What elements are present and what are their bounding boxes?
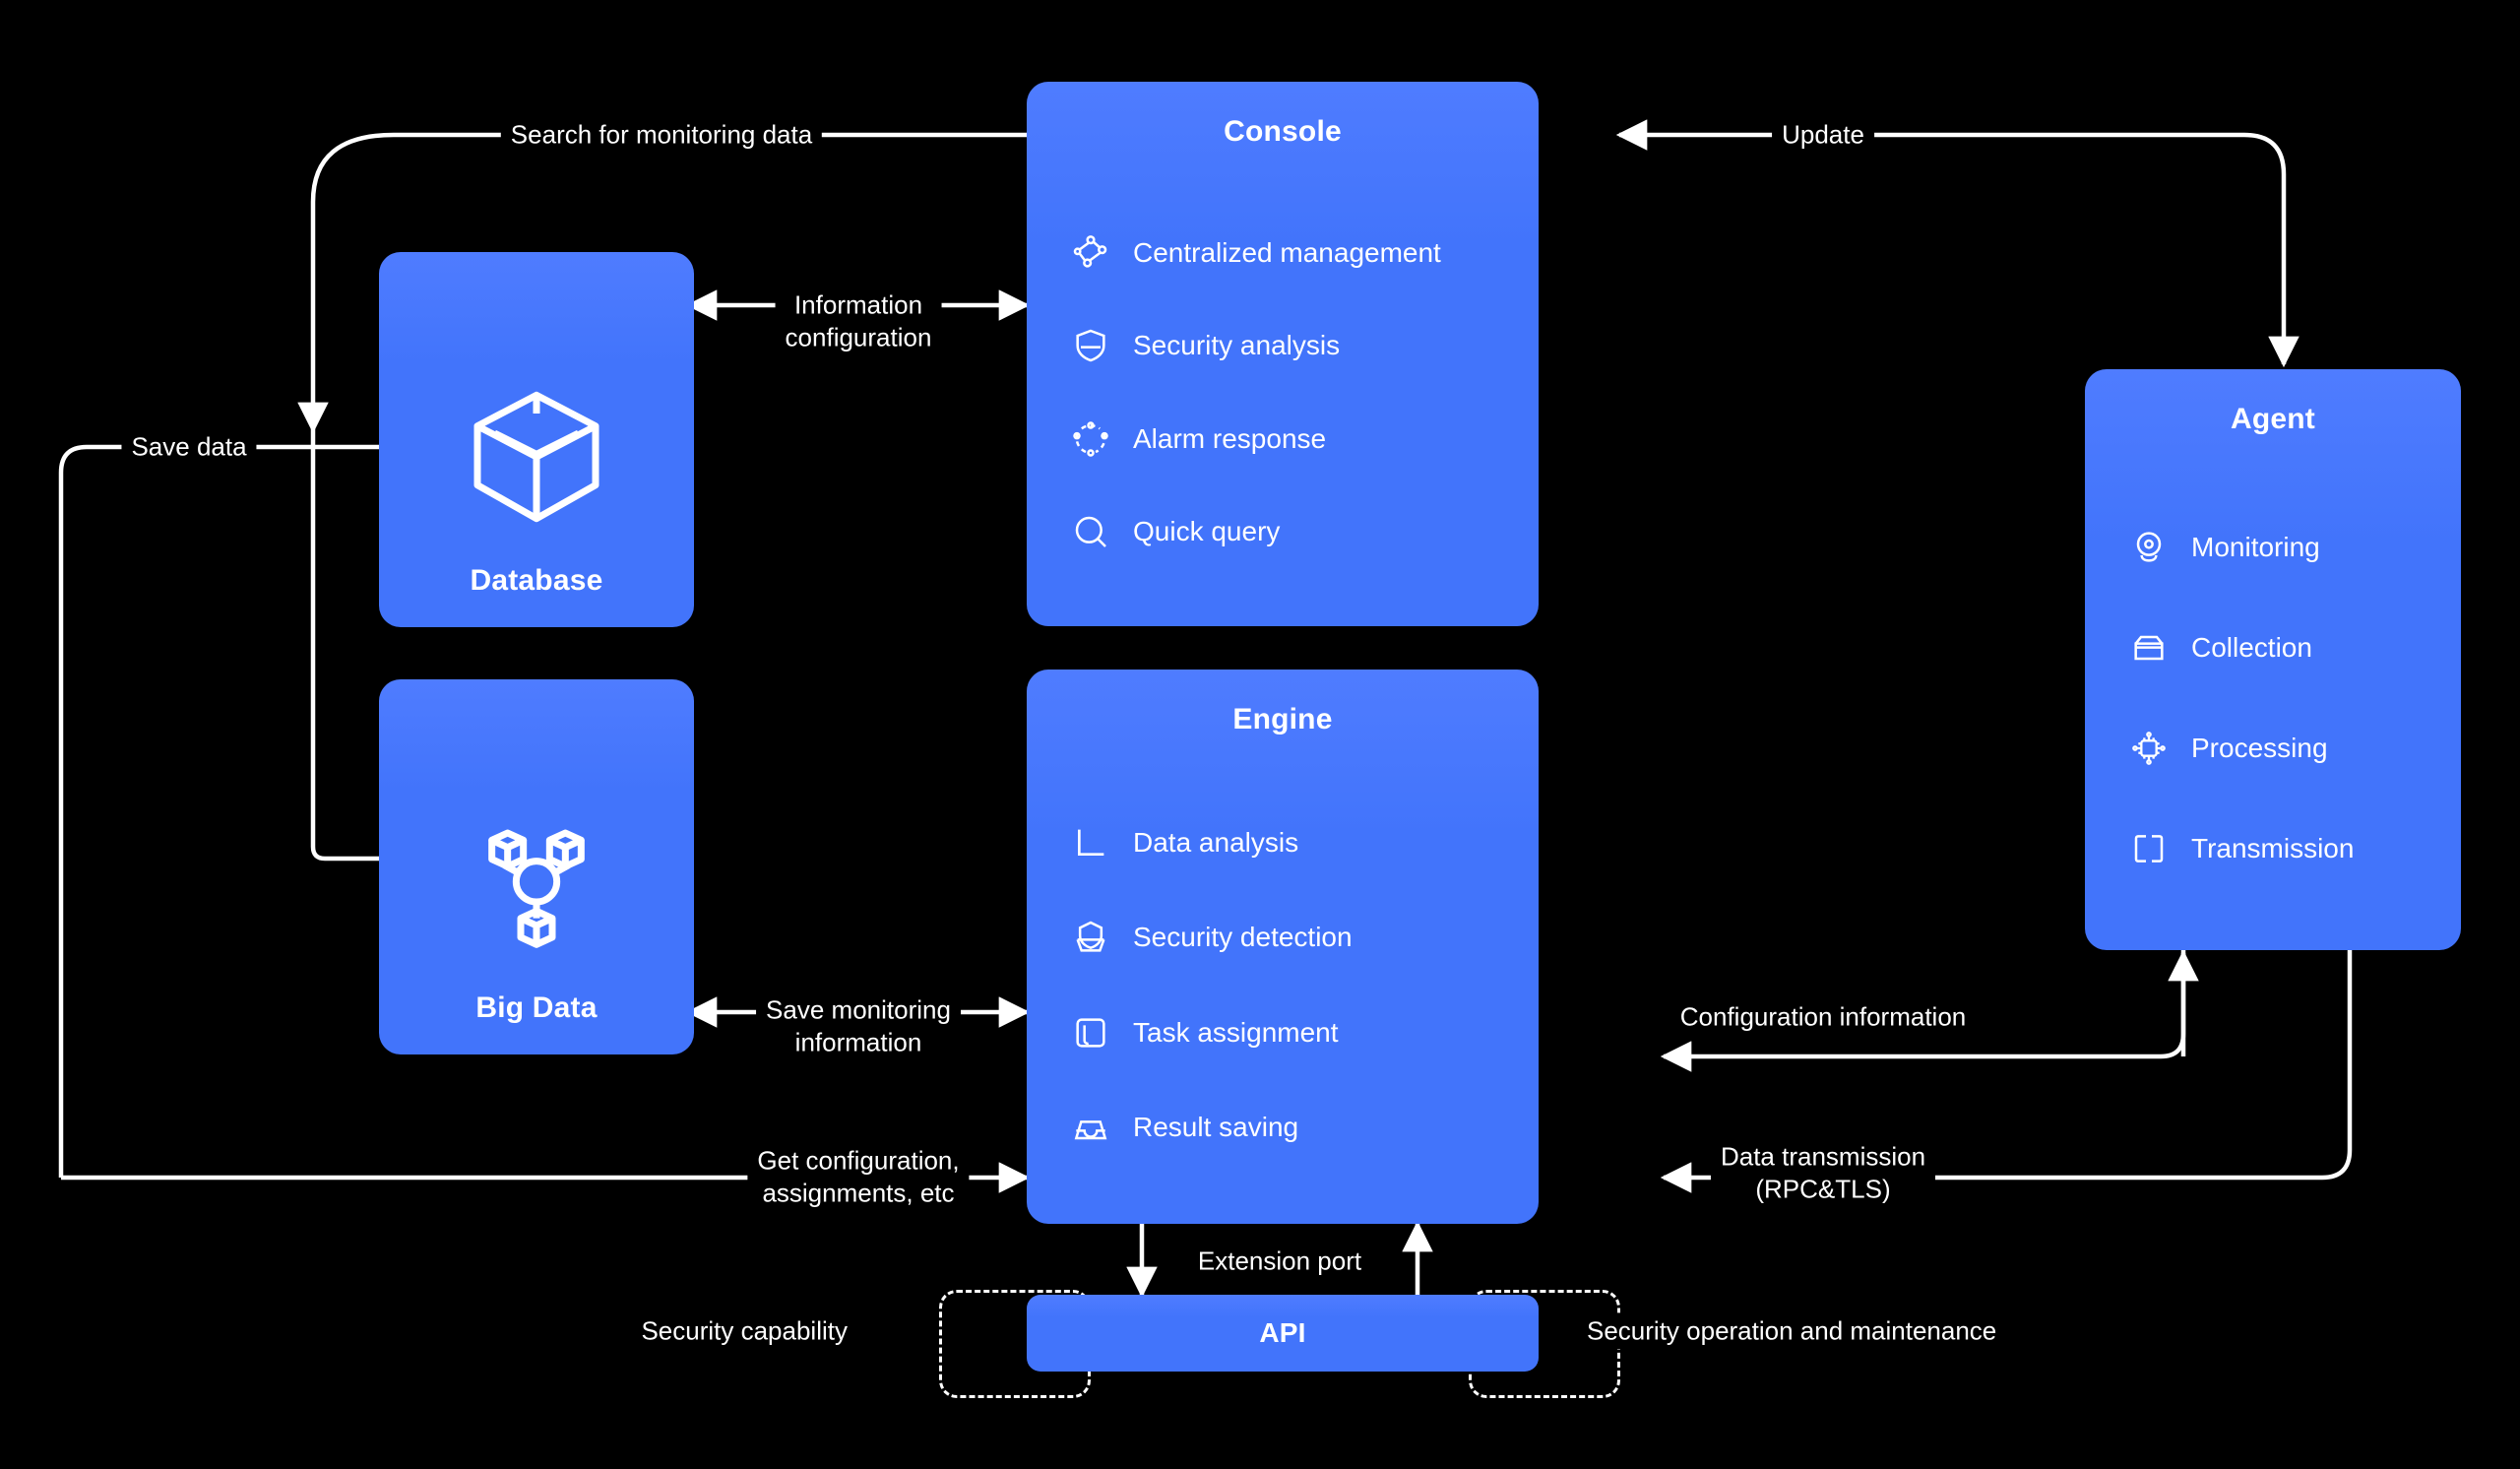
console-feature-label: Centralized management: [1133, 236, 1441, 268]
network-nodes-icon: [1070, 232, 1111, 274]
node-engine[interactable]: Engine Data analysis Security detecti: [1027, 670, 1539, 1224]
edge-label-data-transmission: Data transmission (RPC&TLS): [1710, 1138, 1936, 1209]
satellite-label-security-capability: Security capability: [631, 1312, 865, 1350]
wire-update-trunk: [1841, 132, 2300, 368]
engine-feature-label: Security detection: [1133, 922, 1353, 953]
engine-feature-data-analysis[interactable]: Data analysis: [1027, 822, 1539, 863]
shield-scan-icon: [1070, 917, 1111, 958]
edge-label-information-configuration: Information configuration: [775, 287, 942, 357]
console-title: Console: [1224, 115, 1342, 148]
agent-feature-monitoring[interactable]: Monitoring: [2085, 527, 2461, 568]
inbox-tray-icon: [1070, 1107, 1111, 1148]
cluster-cubes-icon: [453, 800, 620, 968]
edge-label-configuration-information: Configuration information: [1670, 998, 1977, 1036]
console-feature-label: Security analysis: [1133, 330, 1341, 361]
wire-get-configuration-riser: [58, 444, 285, 1178]
agent-feature-label: Transmission: [2191, 833, 2355, 863]
engine-feature-list: Data analysis Security detection: [1027, 768, 1539, 1224]
node-bigdata[interactable]: Big Data: [379, 679, 694, 1054]
open-cube-icon: [453, 373, 620, 541]
task-card-icon: [1070, 1012, 1111, 1054]
engine-feature-label: Data analysis: [1133, 826, 1299, 858]
api-title: API: [1259, 1317, 1306, 1348]
engine-feature-task-assignment[interactable]: Task assignment: [1027, 1012, 1539, 1054]
axis-chart-icon: [1070, 822, 1111, 863]
console-feature-security-analysis[interactable]: Security analysis: [1027, 325, 1539, 366]
search-icon: [1070, 511, 1111, 552]
agent-feature-processing[interactable]: Processing: [2085, 728, 2461, 769]
engine-title: Engine: [1232, 703, 1333, 735]
agent-feature-collection[interactable]: Collection: [2085, 627, 2461, 669]
agent-feature-list: Monitoring Collection: [2085, 468, 2461, 950]
edge-label-search-monitoring-data: Search for monitoring data: [500, 116, 823, 154]
engine-feature-result-saving[interactable]: Result saving: [1027, 1107, 1539, 1148]
console-feature-label: Quick query: [1133, 516, 1281, 547]
edge-label-save-data: Save data: [121, 428, 257, 466]
console-feature-centralized-management[interactable]: Centralized management: [1027, 232, 1539, 274]
satellite-label-security-operation: Security operation and maintenance: [1569, 1312, 2007, 1350]
agent-feature-label: Monitoring: [2191, 532, 2320, 562]
engine-feature-security-detection[interactable]: Security detection: [1027, 917, 1539, 958]
edge-label-get-configuration: Get configuration, assignments, etc: [747, 1142, 970, 1213]
console-feature-quick-query[interactable]: Quick query: [1027, 511, 1539, 552]
alarm-orbit-icon: [1070, 418, 1111, 460]
agent-title: Agent: [2231, 403, 2315, 435]
node-database[interactable]: Database: [379, 252, 694, 627]
webcam-icon: [2128, 527, 2170, 568]
edge-label-extension-port: Extension port: [1187, 1243, 1372, 1280]
node-api[interactable]: API: [1027, 1295, 1539, 1372]
node-console[interactable]: Console Centralized management: [1027, 82, 1539, 626]
console-feature-list: Centralized management Security analysis: [1027, 180, 1539, 626]
open-box-icon: [2128, 627, 2170, 669]
agent-feature-label: Collection: [2191, 632, 2312, 663]
bigdata-title: Big Data: [475, 991, 598, 1024]
engine-feature-label: Task assignment: [1133, 1016, 1339, 1048]
agent-feature-transmission[interactable]: Transmission: [2085, 828, 2461, 869]
database-title: Database: [470, 564, 603, 597]
edge-label-save-monitoring-information: Save monitoring information: [756, 991, 961, 1062]
shield-icon: [1070, 325, 1111, 366]
console-feature-alarm-response[interactable]: Alarm response: [1027, 418, 1539, 460]
engine-feature-label: Result saving: [1133, 1112, 1299, 1143]
edge-label-update: Update: [1772, 116, 1874, 154]
node-agent[interactable]: Agent Monitoring: [2085, 369, 2461, 950]
console-feature-label: Alarm response: [1133, 422, 1327, 454]
agent-feature-label: Processing: [2191, 733, 2328, 763]
chip-icon: [2128, 728, 2170, 769]
transmission-brackets-icon: [2128, 828, 2170, 869]
